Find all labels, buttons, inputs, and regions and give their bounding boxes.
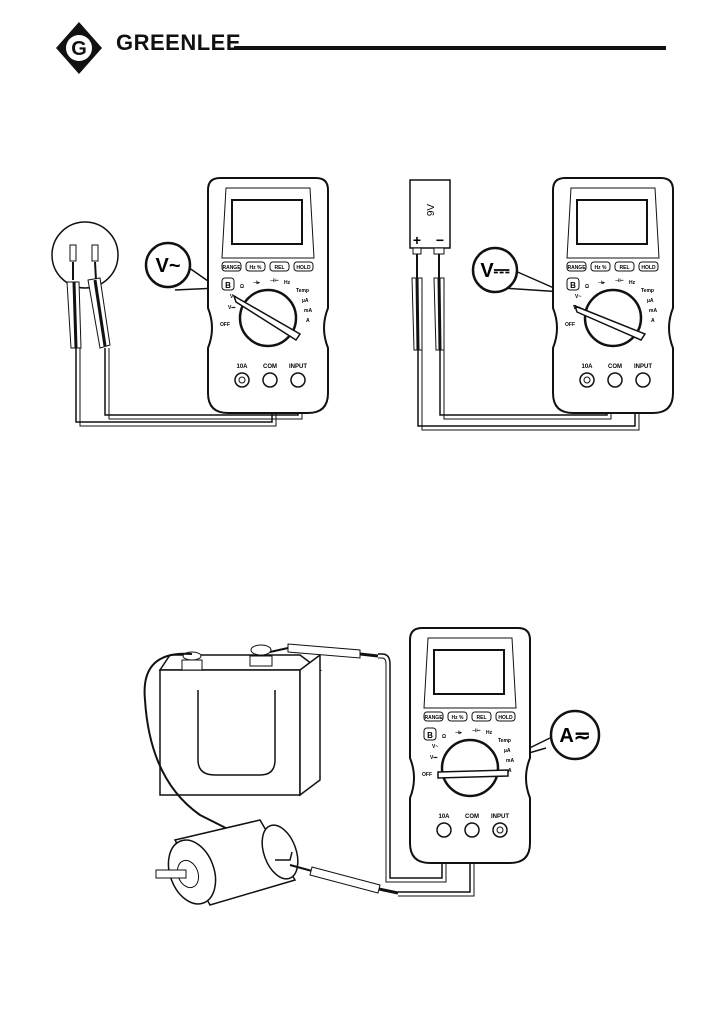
svg-text:RANGE: RANGE: [222, 265, 241, 271]
svg-text:µA: µA: [647, 298, 654, 304]
svg-text:COM: COM: [465, 814, 479, 820]
svg-text:µA: µA: [504, 748, 511, 754]
lcd-display: [434, 650, 504, 694]
svg-text:HOLD: HOLD: [641, 265, 656, 271]
svg-text:INPUT: INPUT: [634, 364, 652, 370]
probe-black: [434, 254, 444, 350]
svg-text:COM: COM: [608, 364, 622, 370]
dc-motor: [156, 820, 305, 911]
svg-text:B: B: [225, 281, 231, 290]
svg-text:Hz %: Hz %: [250, 265, 263, 271]
svg-text:V⎓: V⎓: [228, 305, 235, 311]
svg-text:µA: µA: [302, 298, 309, 304]
svg-text:mA: mA: [649, 308, 657, 314]
svg-text:INPUT: INPUT: [491, 814, 509, 820]
svg-text:Temp: Temp: [641, 288, 654, 294]
svg-text:OFF: OFF: [565, 322, 575, 328]
svg-text:⊣⊢: ⊣⊢: [472, 726, 481, 734]
lcd-display: [232, 200, 302, 244]
svg-text:B: B: [570, 281, 576, 290]
svg-text:A≂: A≂: [559, 725, 590, 747]
svg-text:REL: REL: [275, 265, 285, 271]
svg-text:V⎓: V⎓: [573, 305, 580, 311]
svg-text:9V: 9V: [426, 204, 437, 217]
svg-text:Hz: Hz: [629, 280, 636, 286]
svg-text:V⎓: V⎓: [430, 755, 437, 761]
ac-voltage-figure: V~ RANGE Hz % REL HOLD B OFF V⎓ V~ Ω ⊣▸ …: [40, 170, 340, 440]
svg-text:HOLD: HOLD: [296, 265, 311, 271]
svg-text:COM: COM: [263, 364, 277, 370]
svg-text:V~: V~: [230, 294, 236, 300]
svg-text:⊣▸: ⊣▸: [253, 280, 260, 286]
metal-can: [160, 645, 320, 795]
svg-text:A: A: [306, 318, 310, 324]
svg-text:B: B: [427, 731, 433, 740]
svg-text:mA: mA: [304, 308, 312, 314]
lcd-display: [577, 200, 647, 244]
svg-text:HOLD: HOLD: [498, 715, 513, 721]
probe-red: [412, 254, 422, 350]
svg-text:OFF: OFF: [220, 322, 230, 328]
svg-text:V~: V~: [575, 294, 581, 300]
svg-text:Hz %: Hz %: [452, 715, 465, 721]
svg-text:V~: V~: [155, 255, 180, 277]
svg-text:REL: REL: [620, 265, 630, 271]
battery-9v: 9V + −: [410, 180, 450, 254]
svg-text:⊣⊢: ⊣⊢: [270, 276, 279, 284]
dc-voltage-figure: 9V + − V⎓ RANGE Hz % REL HOLD: [385, 170, 685, 440]
svg-text:⊣▸: ⊣▸: [455, 730, 462, 736]
svg-text:REL: REL: [477, 715, 487, 721]
svg-text:Hz: Hz: [284, 280, 291, 286]
svg-text:−: −: [436, 232, 444, 248]
dc-voltage-badge: V⎓: [473, 248, 563, 292]
svg-text:10A: 10A: [438, 814, 450, 820]
svg-text:G: G: [71, 38, 87, 60]
svg-text:RANGE: RANGE: [567, 265, 586, 271]
svg-text:Hz: Hz: [486, 730, 493, 736]
svg-text:Ω: Ω: [240, 284, 244, 290]
svg-text:10A: 10A: [236, 364, 248, 370]
svg-text:Temp: Temp: [498, 738, 511, 744]
svg-text:⊣⊢: ⊣⊢: [615, 276, 624, 284]
header-rule: [234, 46, 666, 50]
svg-text:Ω: Ω: [442, 734, 446, 740]
header: G GREENLEE.: [54, 20, 666, 76]
svg-text:V⎓: V⎓: [480, 260, 509, 282]
svg-text:+: +: [413, 232, 421, 248]
svg-text:A: A: [651, 318, 655, 324]
svg-text:INPUT: INPUT: [289, 364, 307, 370]
wall-outlet: [52, 222, 118, 288]
multimeter: RANGE Hz % REL HOLD B OFF V⎓ V~ Ω ⊣▸ ⊣⊢ …: [410, 628, 530, 863]
brand-name: GREENLEE.: [116, 30, 248, 56]
multimeter: RANGE Hz % REL HOLD B OFF V⎓ V~ Ω ⊣▸ ⊣⊢ …: [208, 178, 328, 413]
svg-text:OFF: OFF: [422, 772, 432, 778]
svg-text:⊣▸: ⊣▸: [598, 280, 605, 286]
probe-black: [290, 865, 398, 893]
svg-text:RANGE: RANGE: [424, 715, 443, 721]
svg-text:10A: 10A: [581, 364, 593, 370]
svg-text:V~: V~: [432, 744, 438, 750]
svg-text:Temp: Temp: [296, 288, 309, 294]
svg-text:Ω: Ω: [585, 284, 589, 290]
svg-text:Hz %: Hz %: [595, 265, 608, 271]
greenlee-logo-icon: G: [54, 20, 104, 76]
svg-text:A: A: [508, 768, 512, 774]
svg-text:mA: mA: [506, 758, 514, 764]
current-measurement-figure: A≂ RANGE Hz % REL HOLD B OFF V⎓ V~ Ω ⊣▸ …: [120, 620, 620, 915]
multimeter: RANGE Hz % REL HOLD B OFF V⎓ V~ Ω ⊣▸ ⊣⊢ …: [553, 178, 673, 413]
rotary-dial: [442, 740, 498, 796]
